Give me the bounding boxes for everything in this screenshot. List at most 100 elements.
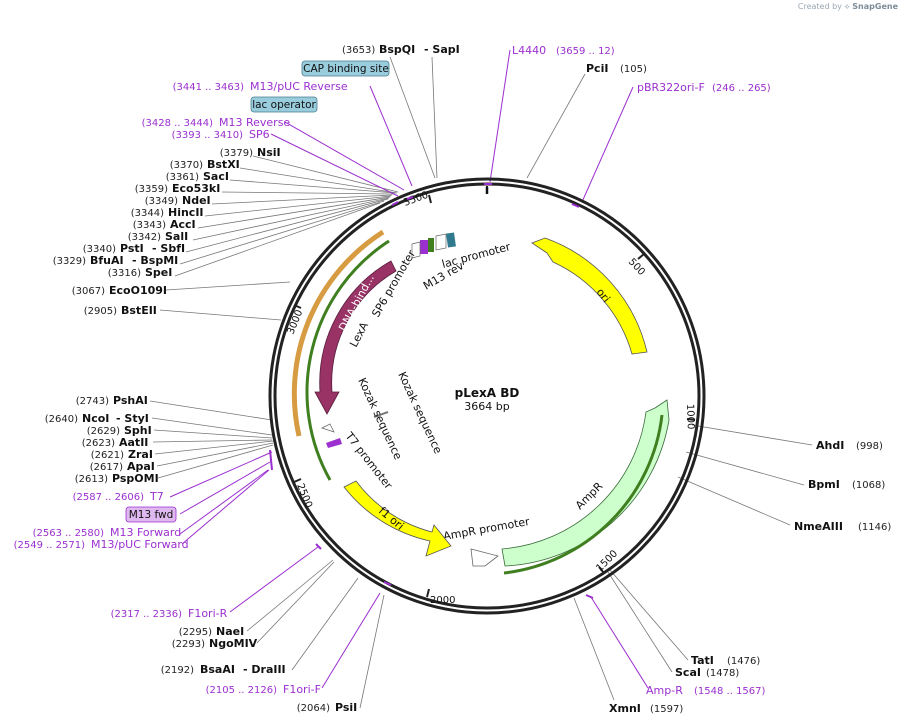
site-name: PstI	[120, 242, 144, 255]
feature-ampr-promoter[interactable]	[470, 548, 499, 567]
primer-coord: (2549 .. 2571)	[14, 540, 86, 551]
site-name: AhdI	[816, 439, 844, 452]
feature-t7-mark	[326, 438, 342, 448]
feature-primer-mark	[428, 238, 434, 252]
feature-ampr[interactable]	[501, 399, 670, 567]
tick-label: 2000	[430, 595, 455, 606]
site-name: TatI	[691, 654, 714, 667]
site-coord: (3359)	[135, 184, 168, 195]
site-coord: (1597)	[650, 704, 683, 715]
site-coord: (2613)	[75, 474, 108, 485]
site-coord: (1146)	[858, 522, 891, 533]
site-coord: (3067)	[72, 286, 105, 297]
primer-name: F1ori-F	[283, 683, 321, 696]
site-name: SpeI	[145, 266, 172, 279]
site-extra: - DraIII	[243, 663, 286, 676]
site-name: BsaAI	[200, 663, 235, 676]
site-coord: (2192)	[161, 665, 194, 676]
site-name: NsiI	[257, 146, 281, 159]
primer-name: M13/pUC Forward	[91, 538, 189, 551]
site-extra: - StyI	[116, 412, 149, 425]
site-coord: (2905)	[84, 306, 117, 317]
lac-operator-label: lac operator	[252, 99, 316, 111]
site-coord: (2064)	[297, 703, 330, 714]
site-coord: (2617)	[90, 462, 123, 473]
primer-name: M13 Reverse	[219, 116, 290, 129]
primer-name: F1ori-R	[188, 607, 228, 620]
restriction-sites-right: AhdI (998) BpmI (1068) NmeAIII (1146) Ta…	[586, 62, 891, 715]
snapgene-credit: Created by ⟡ SnapGene	[798, 2, 898, 12]
site-coord: (3342)	[128, 232, 161, 243]
site-coord: (3343)	[133, 220, 166, 231]
site-name: XmnI	[609, 702, 641, 715]
site-coord: (105)	[620, 64, 647, 75]
primer-name: M13 Forward	[110, 526, 181, 539]
site-name: EcoO109I	[109, 284, 167, 297]
site-name: PshAI	[113, 394, 148, 407]
primer-coord: (3659 .. 12)	[556, 46, 615, 57]
site-name: AatII	[119, 436, 148, 449]
site-extra: - SapI	[424, 43, 460, 56]
site-coord: (2295)	[179, 627, 212, 638]
feature-ori[interactable]	[531, 237, 648, 355]
site-name: NgoMIV	[209, 637, 258, 650]
feature-orange-strand	[291, 229, 385, 437]
feature-ampr-cds-line	[503, 414, 664, 575]
m13-fwd-box	[125, 506, 177, 523]
primer-coord: (1548 .. 1567)	[694, 686, 766, 697]
site-coord: (3329)	[53, 256, 86, 267]
credit-brand: SnapGene	[852, 2, 898, 11]
site-coord: (2640)	[45, 414, 78, 425]
site-coord: (3349)	[145, 196, 178, 207]
feature-lac-operator	[435, 233, 447, 251]
site-coord: (2623)	[82, 438, 115, 449]
site-coord: (2743)	[76, 396, 109, 407]
primer-coord: (246 .. 265)	[712, 83, 771, 94]
plasmid-length: 3664 bp	[464, 400, 509, 413]
site-coord: (3379)	[220, 148, 253, 159]
primer-labels: L4440 (3659 .. 12) pBR322ori-F (246 .. 2…	[14, 44, 771, 697]
feature-green-strand	[305, 239, 390, 481]
tick-label: 500	[626, 257, 647, 278]
site-coord: (3361)	[166, 172, 199, 183]
site-name: BstEII	[121, 304, 157, 317]
site-name: HincII	[168, 206, 204, 219]
feature-ampr-promoter-label: AmpR promoter	[442, 515, 531, 543]
feature-kozak-arrow	[321, 423, 335, 433]
site-name: NdeI	[182, 194, 211, 207]
site-coord: (1478)	[706, 668, 739, 679]
site-coord: (3316)	[108, 268, 141, 279]
primer-coord: (3428 .. 3444)	[142, 118, 214, 129]
site-extra: - BspMI	[132, 254, 178, 267]
leader-lines	[149, 56, 813, 709]
primer-name: Amp-R	[646, 684, 683, 697]
site-name: SalI	[165, 230, 188, 243]
primer-marks	[269, 183, 594, 599]
site-name: Eco53kI	[172, 182, 220, 195]
restriction-sites-left: (3653) BspQI - SapI (3379) NsiI (3370) B…	[45, 43, 460, 714]
cap-binding-site-label: CAP binding site	[303, 63, 389, 75]
feature-f1ori[interactable]	[343, 480, 452, 557]
feature-sp6-mark	[420, 240, 428, 254]
primer-coord: (3441 .. 3463)	[173, 82, 245, 93]
site-name: BstXI	[207, 158, 240, 171]
tick-label: 1000	[684, 404, 696, 430]
backbone-outer	[268, 177, 706, 615]
site-name: ScaI	[675, 666, 701, 679]
site-name: ApaI	[127, 460, 155, 473]
credit-prefix: Created by	[797, 2, 842, 11]
primer-coord: (2563 .. 2580)	[33, 528, 105, 539]
site-name: PciI	[586, 62, 608, 75]
primer-coord: (2587 .. 2606)	[73, 492, 145, 503]
primer-name: T7	[149, 490, 164, 503]
primer-coord: (3393 .. 3410)	[172, 130, 244, 141]
feature-lexa[interactable]	[314, 260, 397, 415]
primer-name: L4440	[512, 44, 546, 57]
site-coord: (3653)	[342, 45, 375, 56]
snapgene-logo-icon: ⟡	[844, 2, 850, 11]
plasmid-name: pLexA BD	[455, 386, 520, 400]
site-name: BpmI	[808, 478, 840, 491]
primer-coord: (2105 .. 2126)	[206, 685, 278, 696]
primer-name: pBR322ori-F	[637, 81, 705, 94]
site-coord: (2629)	[87, 426, 120, 437]
